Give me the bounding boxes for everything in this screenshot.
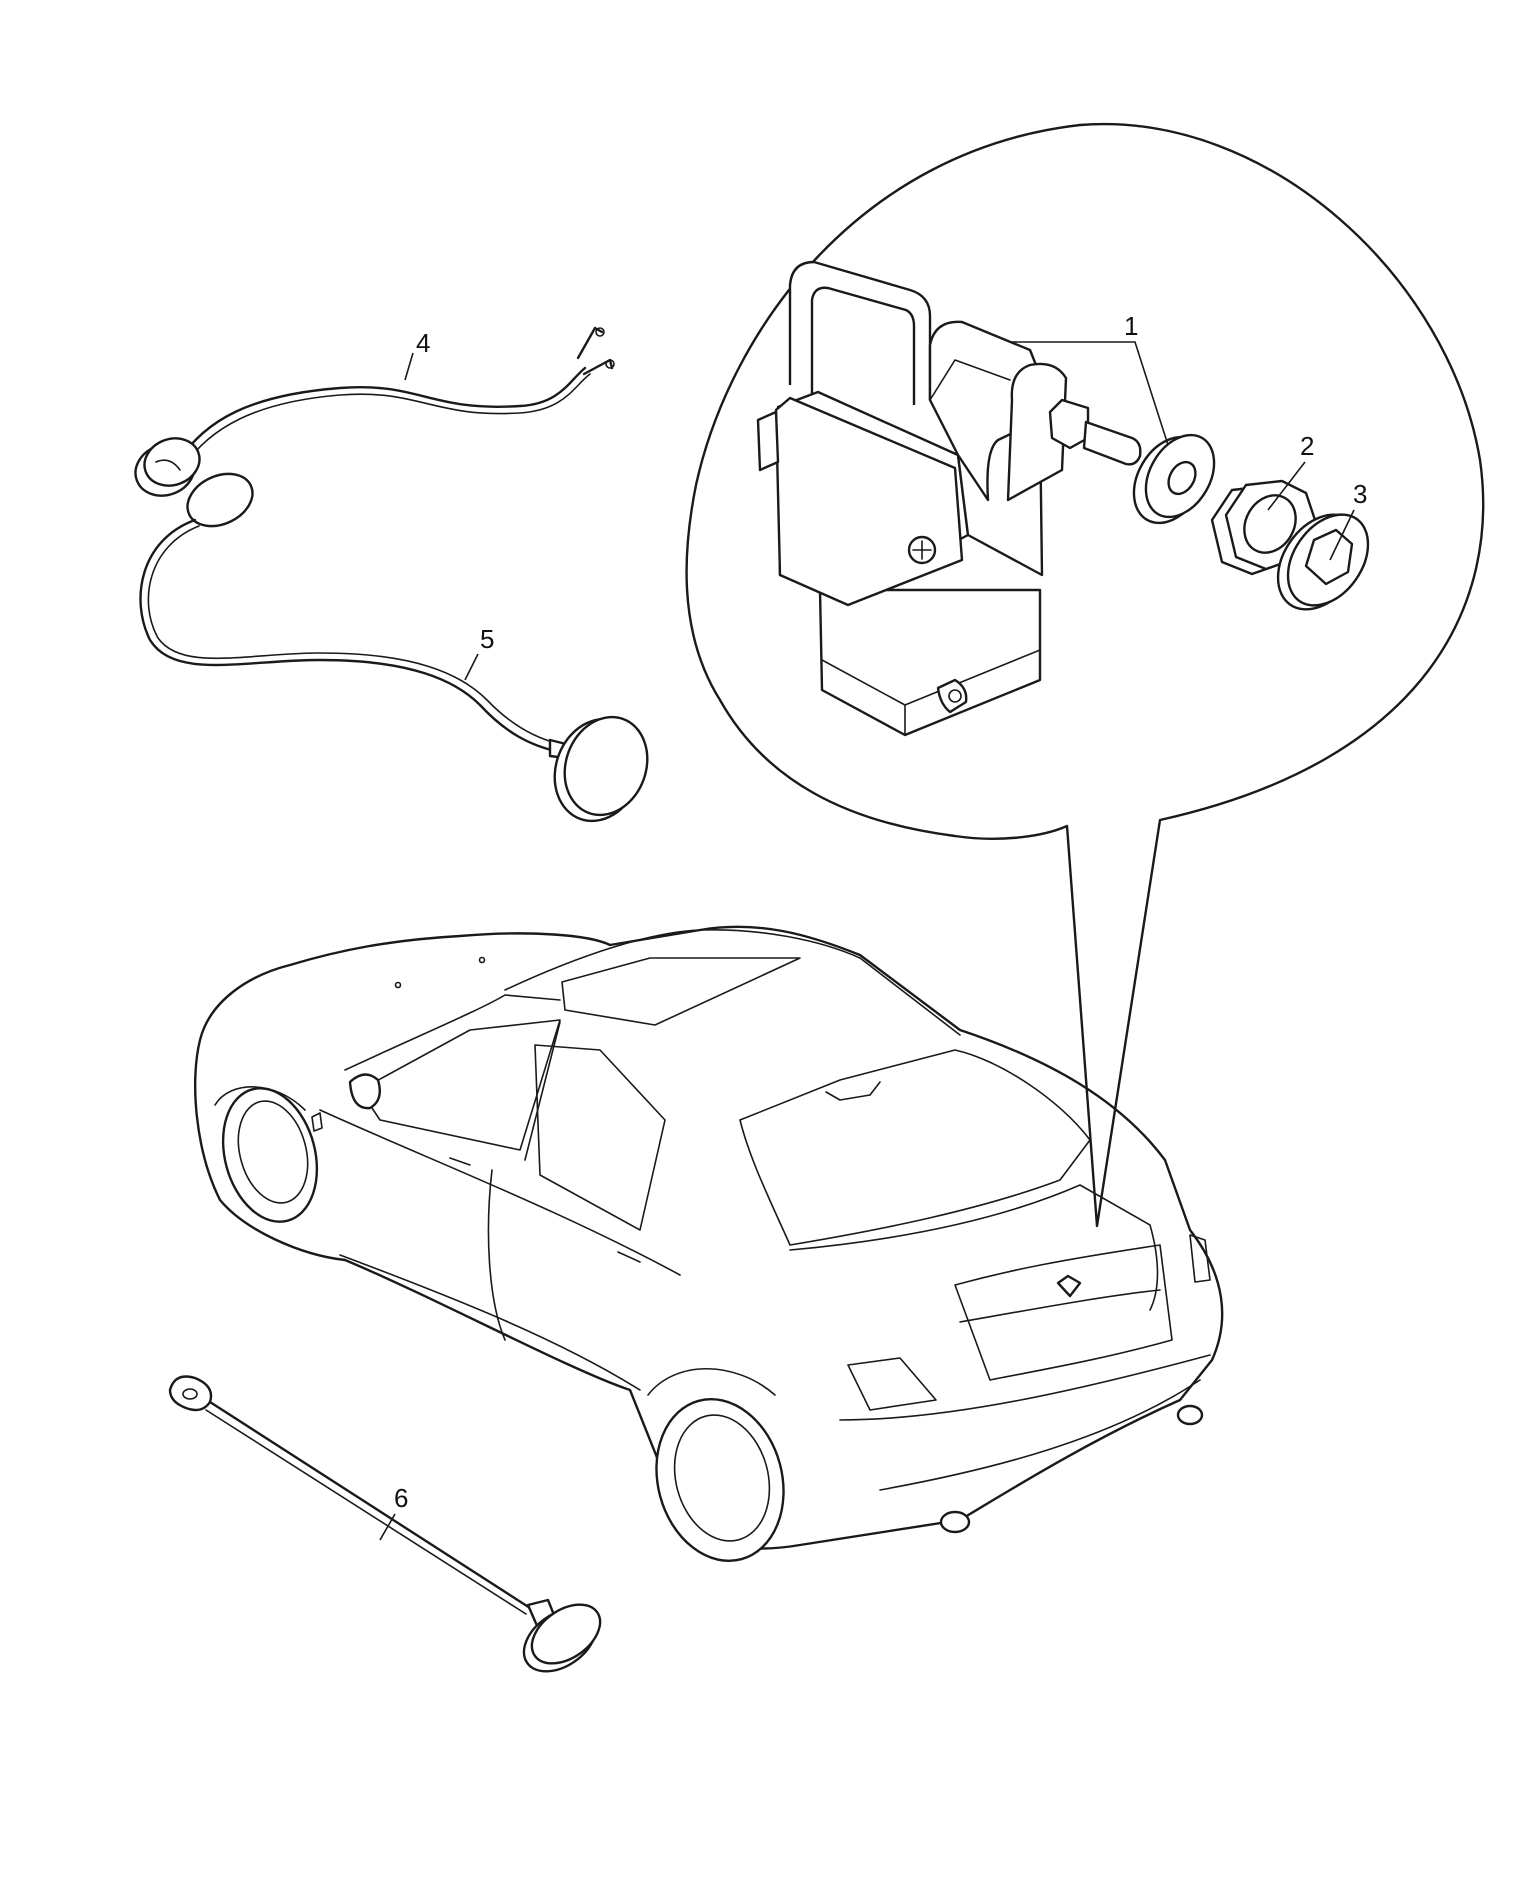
part-4-harness [134, 326, 615, 497]
callout-2: 2 [1300, 431, 1314, 461]
part-5-cable-assembly [139, 472, 649, 823]
leader-3 [1329, 509, 1355, 561]
leader-5 [464, 653, 479, 681]
car-illustration [193, 925, 1224, 1563]
part-6-release-rod [168, 1375, 602, 1673]
callout-4: 4 [416, 328, 430, 358]
leader-2 [1267, 461, 1306, 511]
leader-6 [379, 1513, 396, 1541]
part-1-washer [1132, 433, 1216, 525]
callout-6: 6 [394, 1483, 408, 1513]
callout-5: 5 [480, 624, 494, 654]
leader-4 [404, 352, 414, 381]
module-assembly [756, 260, 1142, 737]
callout-3: 3 [1353, 479, 1367, 509]
callout-1: 1 [1124, 311, 1138, 341]
detail-callout-bubble [685, 122, 1485, 1228]
leader-1-a [1112, 341, 1169, 446]
